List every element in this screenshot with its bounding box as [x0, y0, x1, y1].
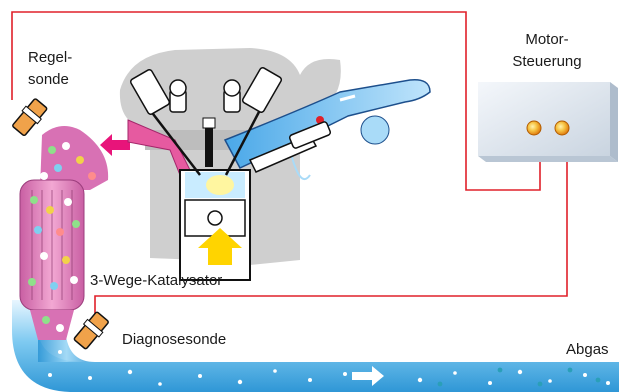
- flow-arrow-icon: [352, 366, 384, 386]
- engine-cylinder-icon: [129, 67, 332, 281]
- catalyst-icon: [19, 126, 109, 340]
- abgas-label: Abgas: [566, 341, 609, 358]
- particles-teal: [437, 367, 601, 387]
- control-unit-icon: [478, 82, 618, 162]
- diagnose-sensor-icon: [73, 311, 109, 350]
- exhaust-pipe: [12, 300, 619, 392]
- motor-label-line1: Motor-: [525, 31, 569, 48]
- exhaust-flow-arrow-icon: [100, 134, 130, 156]
- catalyst-particles: [28, 142, 96, 332]
- diagnosesonde-label: Diagnosesonde: [122, 331, 227, 348]
- exhaust-particles: [48, 350, 610, 386]
- lambda-sensor-icon: [12, 98, 48, 137]
- intake-flow-arrow-icon: [198, 228, 242, 265]
- motor-label-line2: Steuerung: [512, 53, 582, 70]
- signal-wires: [11, 11, 568, 318]
- regelsonde-label-line1: Regel-: [28, 49, 73, 66]
- regelsonde-label-line2: sonde: [28, 71, 69, 88]
- katalysator-label: 3-Wege-Katalysator: [90, 272, 223, 289]
